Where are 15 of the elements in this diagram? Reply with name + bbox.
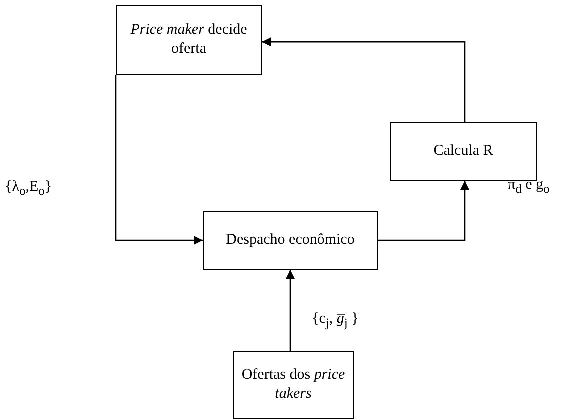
box-text: Calcula R	[434, 142, 494, 161]
box-text: Price maker decide oferta	[130, 20, 248, 59]
box-text: Ofertas dos price takers	[240, 366, 346, 404]
process-box	[203, 211, 378, 270]
arrow	[286, 270, 295, 351]
process-box	[390, 122, 537, 181]
edge-label: {λ$_{o}$,E$_{o}$}	[5, 178, 52, 199]
edge-label: π$_{d}$ e g$_{o}$	[508, 176, 550, 197]
edge-label: {c$_{j}$, g̅$_{j}$ }	[312, 310, 359, 331]
process-box	[116, 5, 262, 75]
arrow	[115, 75, 203, 245]
arrow	[378, 181, 470, 242]
arrow	[262, 38, 466, 122]
process-box	[233, 351, 354, 419]
box-text: Despacho econômico	[226, 230, 355, 250]
